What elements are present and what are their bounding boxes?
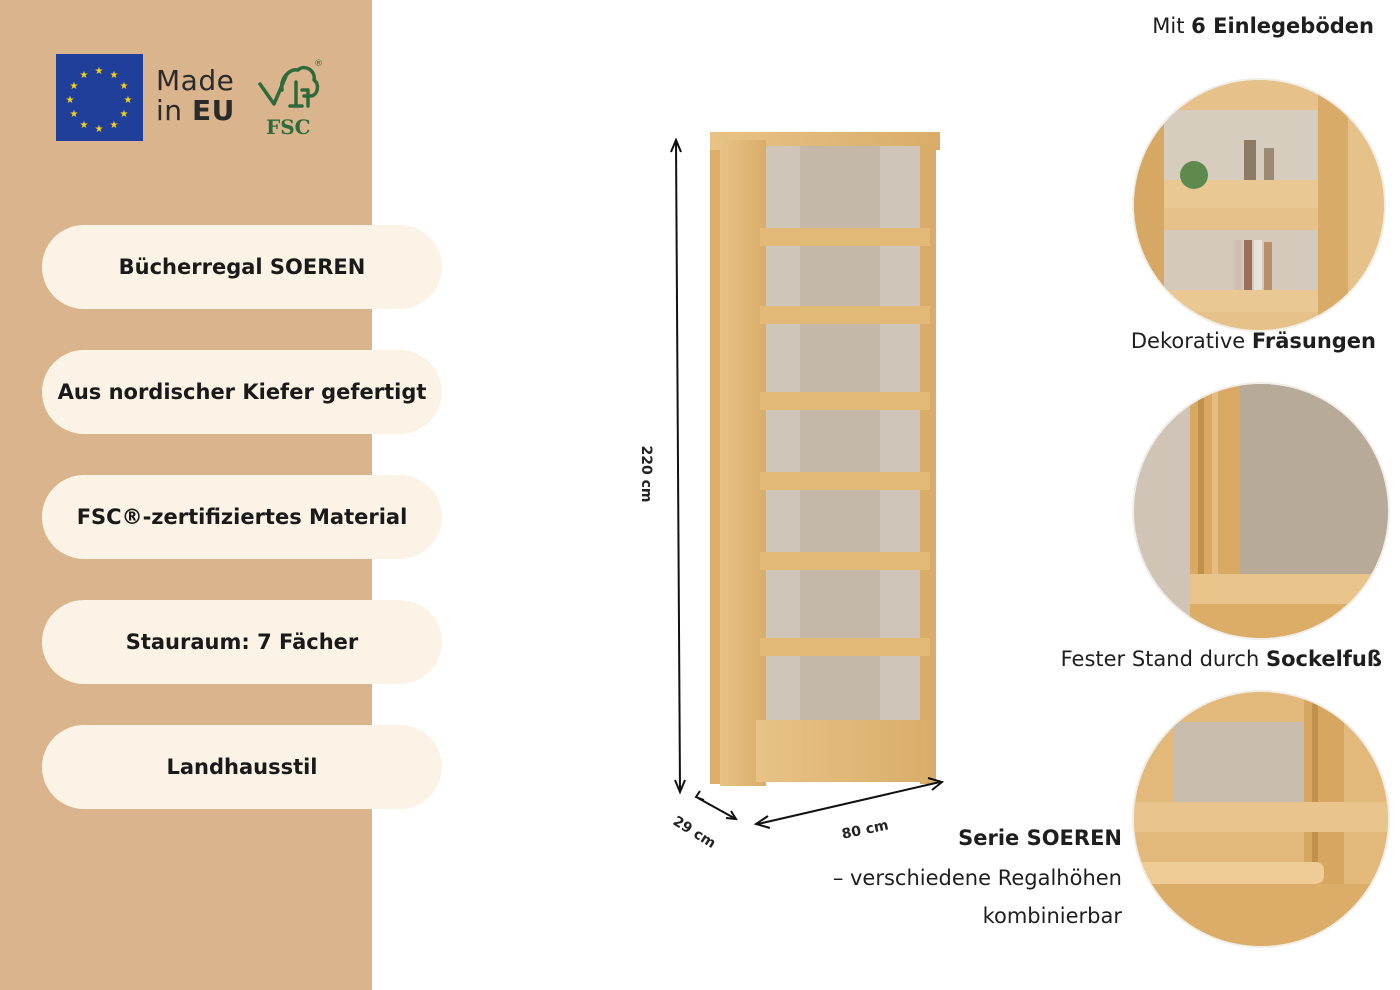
detail-caption-millings: Dekorative Fräsungen: [1131, 329, 1376, 353]
feature-label: Bücherregal SOEREN: [118, 255, 366, 279]
height-label: 220 cm: [638, 446, 654, 503]
series-line1: – verschiedene Regalhöhen: [832, 866, 1122, 890]
caption-bold: 6 Einlegeböden: [1191, 14, 1374, 38]
made-in-prefix: in: [156, 94, 192, 127]
svg-text:★: ★: [120, 109, 129, 120]
bookshelf-illustration: 220 cm 29 cm 80 cm: [638, 132, 945, 852]
depth-label: 29 cm: [670, 813, 719, 852]
feature-label: Stauraum: 7 Fächer: [125, 630, 359, 654]
made-in-line1: Made: [156, 64, 235, 97]
feature-pill-material: Aus nordischer Kiefer gefertigt: [42, 350, 442, 434]
svg-text:★: ★: [70, 109, 79, 120]
caption-prefix: Mit: [1152, 14, 1192, 38]
made-in-eu: EU: [191, 94, 235, 127]
fsc-logo: ® FSC: [256, 54, 326, 140]
svg-text:★: ★: [66, 95, 75, 106]
height-dimension-line: [670, 137, 686, 795]
caption-prefix: Fester Stand durch: [1060, 647, 1266, 671]
detail-image-millings: [1134, 384, 1388, 638]
series-title: Serie SOEREN: [958, 826, 1122, 850]
svg-text:★: ★: [80, 70, 89, 81]
bookshelf-shelves: [760, 228, 930, 656]
svg-text:★: ★: [120, 81, 129, 92]
detail-image-base: [1134, 692, 1388, 946]
svg-text:★: ★: [70, 81, 79, 92]
fsc-logo-label: FSC: [266, 115, 311, 139]
certification-logos: ★ ★ ★ ★ ★ ★ ★ ★ ★ ★ ★ ★ Made in EU: [56, 52, 356, 142]
feature-pill-storage: Stauraum: 7 Fächer: [42, 600, 442, 684]
svg-text:★: ★: [95, 124, 104, 135]
eu-flag-icon: ★ ★ ★ ★ ★ ★ ★ ★ ★ ★ ★ ★: [56, 54, 143, 141]
feature-pill-style: Landhausstil: [42, 725, 442, 809]
caption-prefix: Dekorative: [1130, 329, 1252, 353]
feature-label: Landhausstil: [166, 755, 318, 779]
fsc-registered-mark: ®: [314, 59, 323, 69]
svg-text:★: ★: [124, 95, 133, 106]
svg-text:★: ★: [80, 120, 89, 131]
detail-image-shelves: [1134, 80, 1384, 330]
width-dimension-line: [753, 777, 945, 829]
feature-label: FSC®-zertifiziertes Material: [76, 505, 408, 529]
width-label: 80 cm: [840, 817, 890, 842]
feature-pill-product-name: Bücherregal SOEREN: [42, 225, 442, 309]
detail-caption-base: Fester Stand durch Sockelfuß: [1061, 647, 1382, 671]
svg-text:★: ★: [95, 66, 104, 77]
bookshelf-body: [710, 132, 940, 786]
detail-caption-shelves: Mit 6 Einlegeböden: [1152, 14, 1374, 38]
caption-bold: Fräsungen: [1251, 329, 1376, 353]
depth-dimension-line: [694, 790, 738, 821]
series-line2: kombinierbar: [982, 904, 1122, 928]
svg-text:★: ★: [110, 70, 119, 81]
caption-bold: Sockelfuß: [1265, 647, 1382, 671]
feature-label: Aus nordischer Kiefer gefertigt: [57, 380, 427, 404]
made-in-line2: in EU: [156, 96, 235, 126]
made-in-eu-text: Made in EU: [156, 66, 235, 126]
feature-pill-certification: FSC®-zertifiziertes Material: [42, 475, 442, 559]
svg-text:★: ★: [110, 120, 119, 131]
